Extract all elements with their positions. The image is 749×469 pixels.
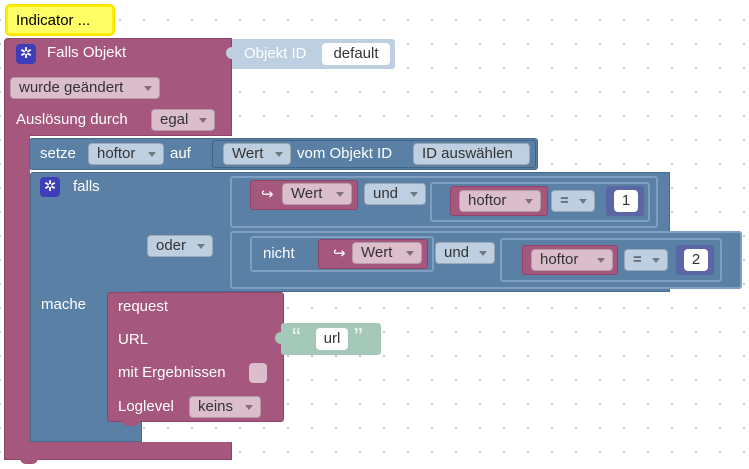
condition-2-prop-dropdown[interactable]: Wert (352, 242, 422, 264)
property-dropdown[interactable]: Wert (223, 143, 291, 165)
condition-1-arrow: ↪ (261, 186, 274, 203)
or-dropdown[interactable]: oder (147, 235, 213, 257)
condition-1-prop-dropdown[interactable]: Wert (282, 183, 352, 205)
request-bottom-notch (122, 420, 140, 426)
gear-icon[interactable]: ✲ (16, 44, 36, 64)
set-variable-dropdown[interactable]: hoftor (88, 143, 164, 165)
url-value-field[interactable]: url (316, 328, 348, 350)
object-id-connector (226, 47, 232, 59)
loglevel-dropdown[interactable]: keins (189, 396, 261, 418)
results-label: mit Ergebnissen (118, 364, 226, 381)
from-object-label: vom Objekt ID (297, 145, 393, 162)
set-label: setze (40, 145, 76, 162)
id-select-field[interactable]: ID auswählen (413, 143, 530, 165)
condition-2-var-dropdown[interactable]: hoftor (531, 249, 613, 271)
trigger-title: Falls Objekt (47, 44, 127, 61)
quote-close-icon: ” (354, 322, 363, 352)
object-id-label: Objekt ID (244, 45, 307, 62)
object-id-field[interactable]: default (322, 43, 390, 65)
condition-2-arrow: ↪ (333, 245, 346, 262)
if-do-bottom (30, 428, 142, 442)
do-label: mache (41, 296, 87, 313)
loglevel-label: Loglevel (118, 398, 174, 415)
comment-label: Indicator ... (16, 12, 91, 29)
results-checkbox[interactable] (249, 363, 267, 383)
condition-2-operator-dropdown[interactable]: = (624, 249, 668, 271)
url-text-connector (275, 332, 281, 344)
trigger-bottom-notch (20, 458, 38, 464)
trigger-bottom (4, 442, 232, 460)
quote-open-icon: “ (292, 322, 301, 352)
set-to-label: auf (170, 145, 191, 162)
condition-1-var-dropdown[interactable]: hoftor (459, 190, 541, 212)
if-label: falls (73, 178, 100, 195)
condition-1-operator-dropdown[interactable]: = (551, 190, 595, 212)
event-dropdown[interactable]: wurde geändert (10, 77, 160, 99)
trigger-dropdown[interactable]: egal (151, 109, 215, 131)
condition-2-logic-dropdown[interactable]: und (435, 242, 495, 264)
not-label: nicht (263, 245, 295, 262)
trigger-label: Auslösung durch (16, 111, 128, 128)
request-title: request (118, 298, 169, 315)
condition-1-number[interactable]: 1 (614, 190, 638, 212)
if-gear-icon[interactable]: ✲ (40, 177, 60, 197)
object-id-block[interactable]: Objekt ID default (232, 39, 395, 69)
condition-1-logic-dropdown[interactable]: und (364, 183, 426, 205)
comment-indicator[interactable]: Indicator ... (6, 5, 114, 35)
condition-2-number[interactable]: 2 (684, 249, 708, 271)
trigger-body (4, 134, 30, 452)
url-label: URL (118, 331, 149, 348)
